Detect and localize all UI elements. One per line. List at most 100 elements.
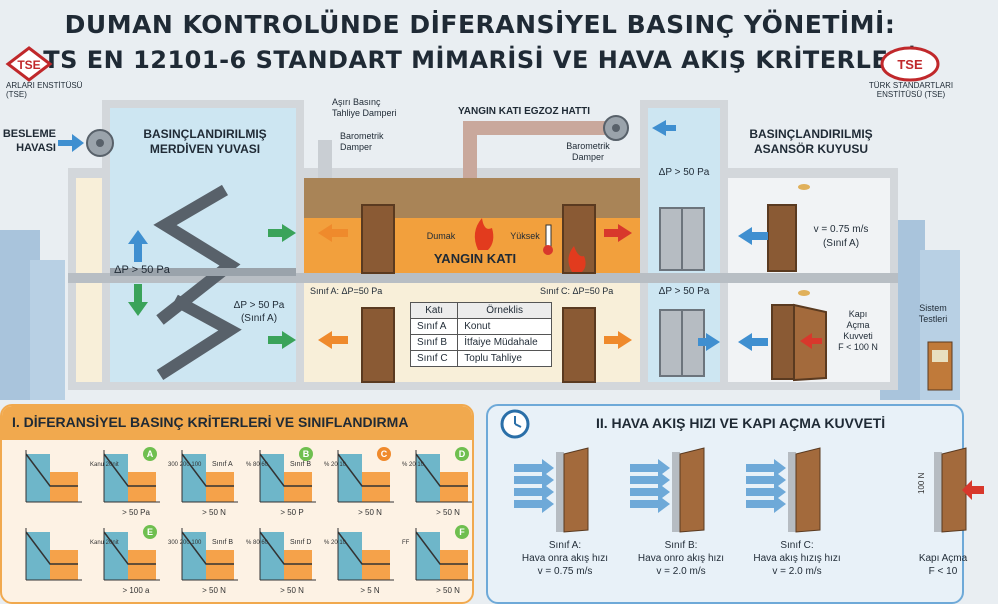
airflow-class-text: Sınıf B: bbox=[664, 540, 698, 551]
criteria-chart-plot bbox=[25, 528, 82, 581]
chart-area-orange bbox=[50, 550, 78, 580]
airflow-arrow-icon bbox=[746, 471, 786, 489]
class-badge-letter: F bbox=[459, 527, 465, 537]
class-badge bbox=[299, 447, 313, 461]
flame-icon bbox=[474, 218, 494, 250]
tse-logo-mark-left: TSE bbox=[17, 58, 40, 72]
high-temperature-label: Yüksek bbox=[510, 231, 540, 241]
chart-y-label: 300 200 100 bbox=[168, 540, 202, 546]
chart-area-blue bbox=[104, 454, 128, 502]
chart-area-orange bbox=[362, 550, 390, 580]
pressure-criteria-panel: I. DİFERANSİYEL BASINÇ KRİTERLERİ VE SIN… bbox=[0, 404, 474, 604]
class-badge-letter: B bbox=[303, 449, 310, 459]
chart-curve bbox=[181, 531, 234, 565]
airflow-class-text: Hava akış hızış hızı bbox=[753, 553, 841, 564]
lift-lobby-door-upper bbox=[767, 204, 797, 272]
chart-curve bbox=[103, 531, 156, 565]
system-tests-label-2: Testleri bbox=[918, 314, 948, 324]
lift-upper-pressure: ΔP > 50 Pa bbox=[658, 167, 710, 178]
class-badge-letter: E bbox=[147, 527, 153, 537]
chart-area-orange bbox=[50, 472, 78, 502]
airflow-class-text: v = 2.0 m/s bbox=[772, 566, 822, 577]
overpressure-damper-label-2: Tahliye Damperi bbox=[332, 108, 397, 118]
criteria-chart-plot: Sınıf B 300 200 100 bbox=[168, 528, 238, 581]
door-force-label-4: F < 100 N bbox=[838, 342, 878, 352]
airflow-class-text: Kapı Açma bbox=[918, 553, 968, 564]
criteria-chart: % 20 10 > 5 N bbox=[324, 524, 396, 598]
barometric-damper-2-a: Barometrik bbox=[566, 141, 610, 151]
chart-area-orange bbox=[128, 472, 156, 502]
elevator-airflow-arrows bbox=[652, 120, 822, 351]
airflow-class-text: Hava onro akış hızı bbox=[637, 553, 725, 564]
chart-y-label: % 80 60 bbox=[246, 540, 269, 546]
logo-right-caption-2: ENSTİTÜSÜ (TSE) bbox=[876, 89, 946, 99]
chart-y-label: FF bbox=[402, 540, 410, 546]
stairwell-title-1: BASINÇLANDIRILMIŞ bbox=[143, 127, 267, 141]
door-airflow-icon bbox=[630, 447, 705, 533]
class-badge-letter: D bbox=[459, 449, 466, 459]
table-header-row: Katı Örneklis bbox=[409, 302, 552, 319]
chart-area-blue bbox=[338, 532, 362, 580]
airflow-class-text: Sınıf C: bbox=[780, 540, 814, 551]
chart-curve bbox=[415, 453, 468, 487]
criteria-chart-plot: C% 20 10 bbox=[324, 447, 394, 503]
class-badge bbox=[143, 525, 157, 539]
airflow-class-text: F < 10 bbox=[928, 566, 958, 577]
chart-area-orange bbox=[440, 472, 468, 502]
criteria-chart-plot: Sınıf D% 80 60 bbox=[246, 528, 316, 581]
airflow-class-item: Sınıf C: Hava akış hızış hızı v = 2.0 m/s bbox=[742, 446, 852, 596]
tse-diamond-icon-right: TSE bbox=[880, 46, 940, 82]
table-cell: İtfaiye Müdahale bbox=[457, 334, 552, 351]
flame-icon-2 bbox=[568, 246, 586, 272]
barometric-damper-1-a: Barometrik bbox=[340, 131, 384, 141]
chart-area-blue bbox=[260, 532, 284, 580]
chart-x-label: > 5 N bbox=[360, 586, 380, 595]
lower-floor-door-left bbox=[361, 307, 395, 383]
chart-y-label: % 20 10 bbox=[324, 462, 347, 468]
door-panel bbox=[679, 447, 705, 533]
logo-right-caption-1: TÜRK STANDARTLARI bbox=[868, 81, 954, 90]
table-header-cell: Örneklis bbox=[457, 302, 552, 319]
criteria-chart bbox=[12, 446, 84, 520]
chart-x-label: > 50 N bbox=[202, 586, 226, 595]
chart-x-label: > 50 N bbox=[436, 508, 460, 517]
chart-curve bbox=[259, 453, 312, 487]
chart-area-orange bbox=[362, 472, 390, 502]
door-force-label-1: Kapı bbox=[848, 309, 868, 319]
criteria-chart: Sınıf B 300 200 100 > 50 N bbox=[168, 524, 240, 598]
airflow-panel: II. HAVA AKIŞ HIZI VE KAPI AÇMA KUVVETİ … bbox=[486, 404, 984, 604]
logo-left-caption-1: ARLARI ENSTİTÜSÜ bbox=[6, 81, 83, 90]
staircase bbox=[153, 184, 241, 325]
chart-class-label: Sınıf A bbox=[212, 461, 233, 468]
pressure-criteria-title: I. DİFERANSİYEL BASINÇ KRİTERLERİ VE SIN… bbox=[12, 414, 409, 430]
chart-x-label: > 50 P bbox=[280, 508, 304, 517]
stair-pressure-label: ΔP > 50 Pa bbox=[114, 264, 170, 276]
tse-logo-right: TSE TÜRK STANDARTLARI ENSTİTÜSÜ (TSE) bbox=[866, 46, 956, 100]
class-badge bbox=[377, 447, 391, 461]
table-cell: Sınıf B bbox=[409, 334, 459, 351]
thermometer-icon bbox=[543, 245, 553, 255]
lower-floor-door-right bbox=[562, 307, 596, 383]
stair-lower-pressure-1: ΔP > 50 Pa bbox=[233, 300, 285, 311]
table-header-cell: Katı bbox=[409, 302, 459, 319]
exhaust-line-label: YANGIN KATI EGZOZ HATTI bbox=[458, 106, 591, 117]
airflow-arrow-icon bbox=[630, 459, 670, 477]
chart-y-label: % 20 10 bbox=[324, 540, 347, 546]
airflow-class-text: v = 0.75 m/s bbox=[537, 566, 593, 577]
chart-area-orange bbox=[206, 472, 234, 502]
smoke-label: Dumak bbox=[426, 231, 456, 241]
table-cell: Sınıf A bbox=[409, 318, 459, 335]
chart-class-label: Sınıf B bbox=[212, 539, 233, 546]
class-c-pressure-label: Sınıf C: ΔP=50 Pa bbox=[540, 286, 614, 296]
chart-area-blue bbox=[416, 454, 440, 502]
